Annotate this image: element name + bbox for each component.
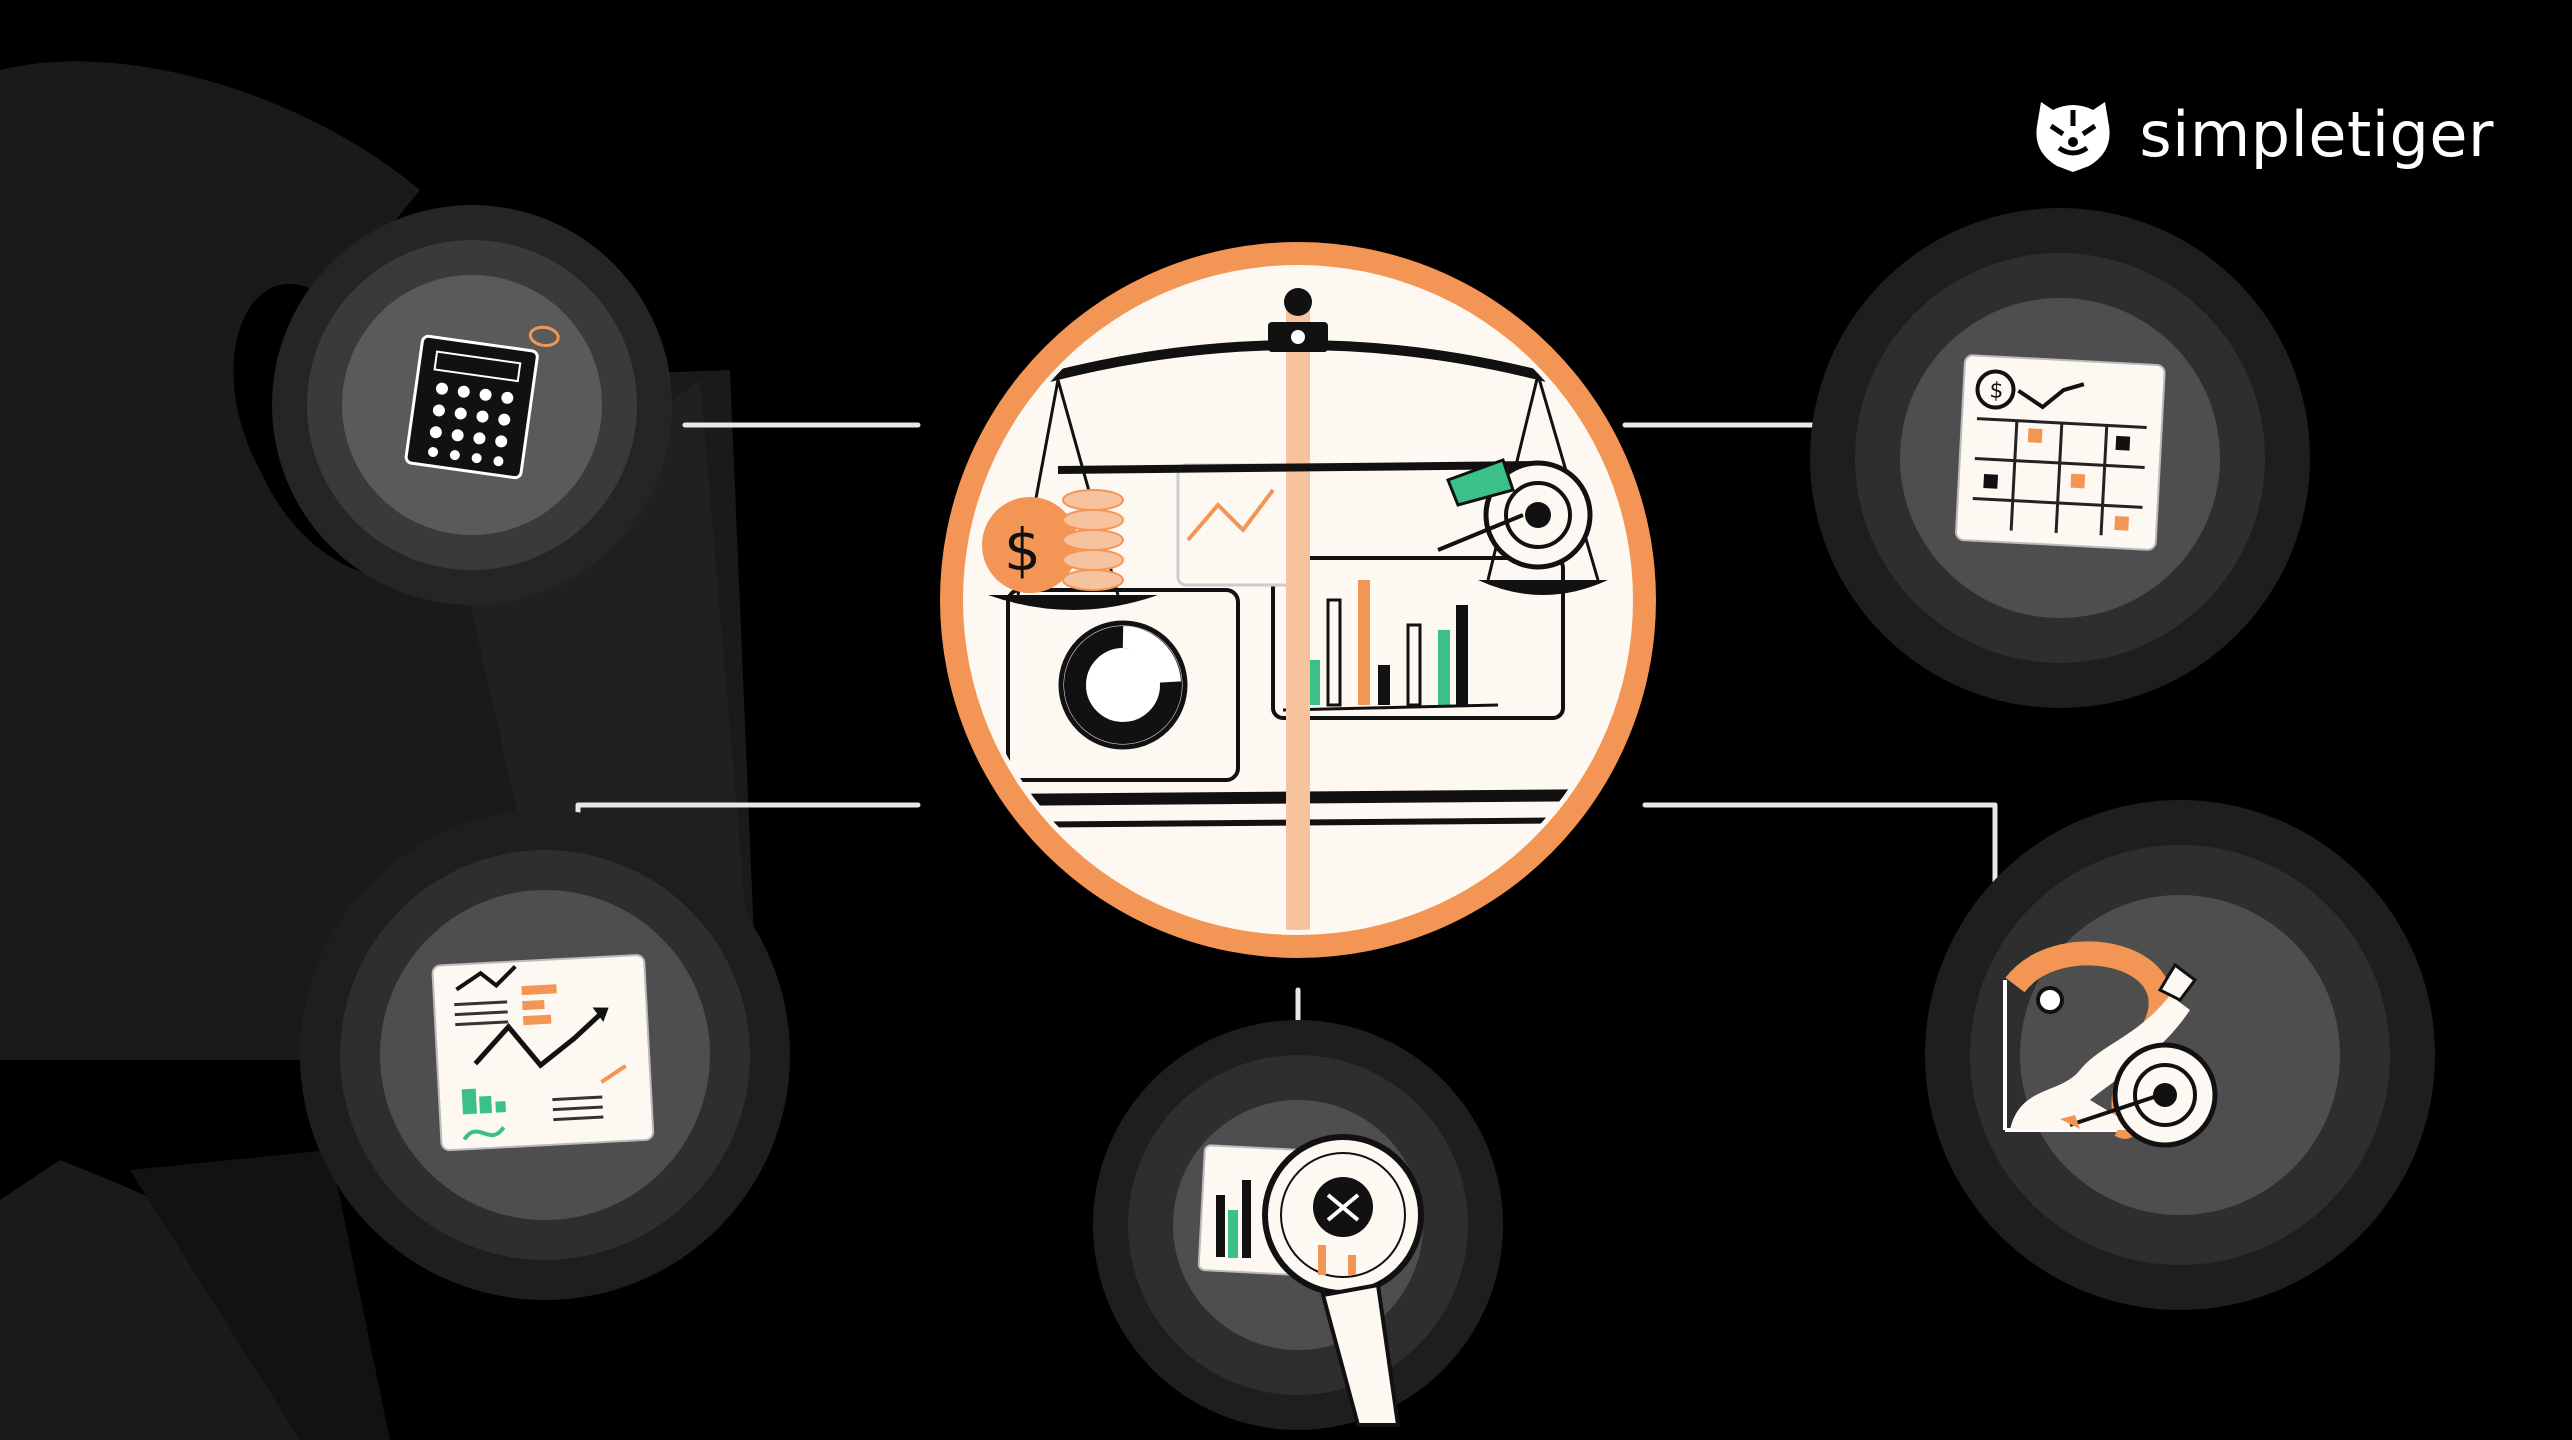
svg-text:$: $ — [1004, 516, 1041, 584]
node-magnifier[interactable] — [1093, 1020, 1503, 1430]
node-rocket-target[interactable] — [1925, 800, 2435, 1310]
growth-report-icon — [431, 954, 655, 1152]
brand-logo[interactable]: simpletiger — [2033, 96, 2494, 172]
calculator-icon — [404, 325, 560, 480]
brand-name: simpletiger — [2139, 97, 2494, 171]
calendar-plan-icon: $ — [1954, 354, 2166, 551]
balance-scale-icon: $ — [977, 288, 1619, 930]
node-growth-report[interactable] — [300, 810, 790, 1300]
node-calendar-plan[interactable]: $ — [1810, 208, 2310, 708]
rocket-target-icon — [2003, 941, 2218, 1148]
tiger-head-icon — [2036, 102, 2110, 172]
svg-text:$: $ — [1989, 378, 2004, 404]
center-balance-scale[interactable]: $ — [940, 242, 1656, 958]
magnifying-glass-icon — [1197, 1134, 1424, 1427]
node-calculator[interactable] — [272, 205, 672, 605]
